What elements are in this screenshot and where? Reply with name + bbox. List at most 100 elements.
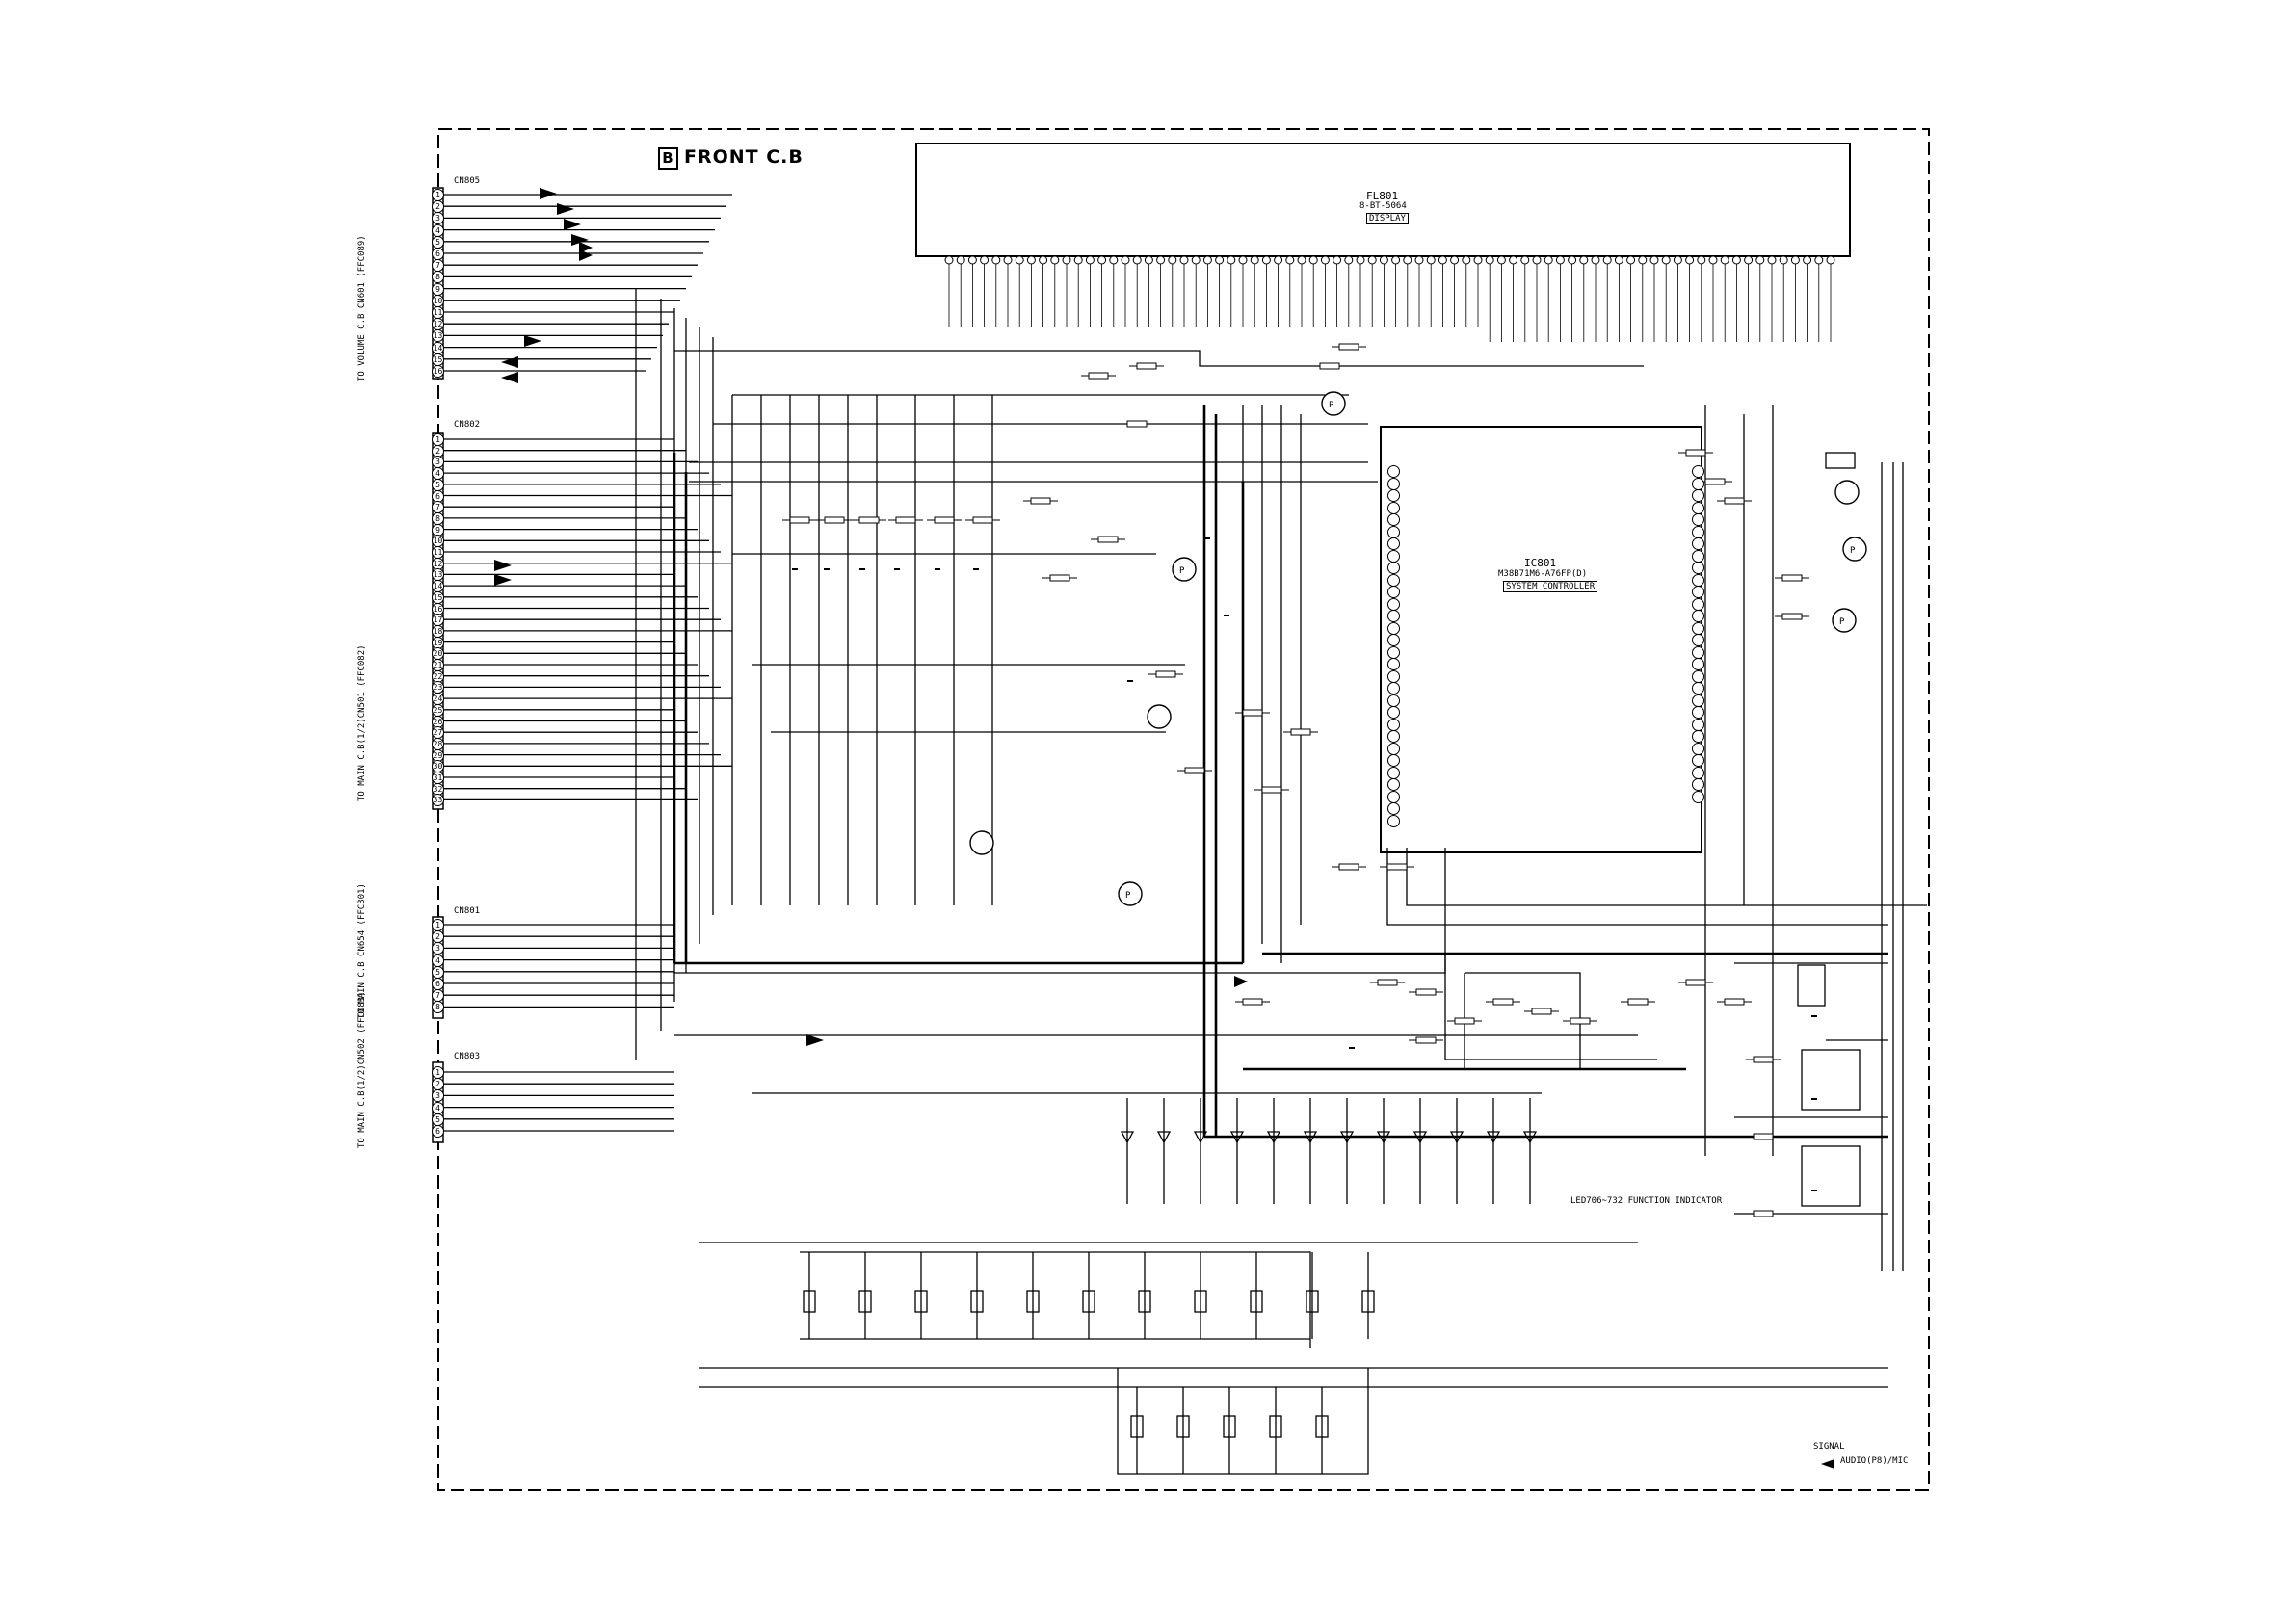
display-pin [980, 255, 990, 265]
display-pin [1708, 255, 1718, 265]
display-pin [1532, 255, 1542, 265]
switch-symbol [1176, 1415, 1190, 1438]
led-symbol [1193, 1131, 1208, 1144]
ic801-right-pin [1692, 477, 1704, 490]
ic801-right-pin [1692, 610, 1704, 622]
ic801-left-pin [1387, 621, 1400, 635]
ic801-function: SYSTEM CONTROLLER [1503, 581, 1598, 592]
wire [1444, 848, 1657, 1060]
switch-symbol [970, 1290, 984, 1313]
resistor [1704, 478, 1726, 485]
display-pin [1555, 255, 1565, 265]
function-block [824, 568, 830, 570]
resistor [858, 516, 880, 524]
resistor [824, 516, 845, 524]
display-pin [1450, 255, 1460, 265]
ic801-left-pin [1387, 525, 1400, 538]
resistor [1184, 767, 1205, 774]
function-block [973, 568, 979, 570]
display-pin [1803, 255, 1812, 265]
cn805_top-pin-number: 1 [432, 189, 444, 201]
resistor [1377, 979, 1398, 986]
function-block [1127, 680, 1133, 682]
ic801-left-pin [1387, 669, 1400, 683]
resistor [1724, 998, 1745, 1006]
ic801-left-pin [1387, 645, 1400, 659]
ic801-left-pin [1387, 549, 1400, 563]
display-pin [1073, 255, 1083, 265]
cn801-pin-number: 1 [432, 919, 444, 931]
cn802-pin-number: 25 [432, 703, 444, 717]
wire-network [443, 194, 1927, 1475]
switch-symbol [858, 1290, 872, 1313]
display-pin [1168, 255, 1177, 265]
display-pin [1050, 255, 1060, 265]
display-pin [1638, 255, 1648, 265]
display-pin [1520, 255, 1530, 265]
ic801-left-pin [1387, 573, 1400, 587]
function-block [1349, 1047, 1355, 1049]
display-pin [1003, 255, 1013, 265]
display-pin [1215, 255, 1225, 265]
ic801-left-pin [1387, 489, 1400, 502]
resistor [1097, 536, 1119, 543]
cn805_top-pin-number: 14 [432, 341, 444, 354]
cn802-pin-number: 5 [432, 478, 444, 491]
ic801-right-pin [1692, 669, 1704, 683]
display-pin [1261, 255, 1271, 265]
cn802-pin-number: 15 [432, 590, 444, 604]
display-pin [1790, 255, 1800, 265]
switch-symbol [1026, 1290, 1040, 1313]
display-pin [1026, 255, 1036, 265]
ic801-right-pin [1692, 621, 1704, 635]
display-pin [1320, 255, 1330, 265]
function-block [1224, 615, 1229, 616]
resistor [1386, 863, 1408, 871]
ic801-right-pin [1692, 766, 1704, 779]
ic801-right-pin [1692, 754, 1704, 767]
display-pin [1649, 255, 1659, 265]
resistor [1415, 988, 1437, 996]
function-block [859, 568, 865, 570]
switch-symbol [1269, 1415, 1282, 1438]
resistor [1454, 1017, 1475, 1025]
svg-text:P: P [1179, 566, 1185, 576]
ic801-left-pin [1387, 477, 1400, 490]
switch-symbol [1361, 1290, 1375, 1313]
svg-text:P: P [1329, 401, 1334, 410]
resistor [1049, 574, 1070, 582]
function-jog [1801, 1145, 1861, 1207]
ic801-left-pin [1387, 814, 1400, 827]
cn802-pin-number: 30 [432, 760, 444, 773]
resistor [1685, 979, 1706, 986]
cn802-pin-number: 2 [432, 444, 444, 458]
display-pin [1191, 255, 1201, 265]
resistor [1242, 709, 1263, 717]
display-pin [1015, 255, 1024, 265]
resistor [1290, 728, 1311, 736]
cn802-pin-number: 8 [432, 511, 444, 525]
display-pin [1779, 255, 1788, 265]
display-pin [1509, 255, 1518, 265]
display-pin [1485, 255, 1494, 265]
display-pin [1227, 255, 1236, 265]
display-pin [1308, 255, 1318, 265]
display-pin [1097, 255, 1107, 265]
ic801-body [1380, 426, 1702, 853]
cn802-pin-number: 18 [432, 624, 444, 638]
cn802-pin-number: 24 [432, 693, 444, 706]
resistor [1492, 998, 1514, 1006]
display-pin [1661, 255, 1671, 265]
ic801-left-pin [1387, 634, 1400, 646]
cn802-pin-number: 33 [432, 794, 444, 807]
ic801-left-pin [1387, 465, 1400, 478]
display-pin [1414, 255, 1424, 265]
resistor [895, 516, 916, 524]
ic801-left-pin [1387, 658, 1400, 670]
ic801-right-pin [1692, 501, 1704, 514]
display-part: 8-BT-5064 [1359, 201, 1407, 211]
switch-symbol [1306, 1290, 1319, 1313]
ic801-right-pin [1692, 682, 1704, 694]
ic801-right-pin [1692, 489, 1704, 502]
